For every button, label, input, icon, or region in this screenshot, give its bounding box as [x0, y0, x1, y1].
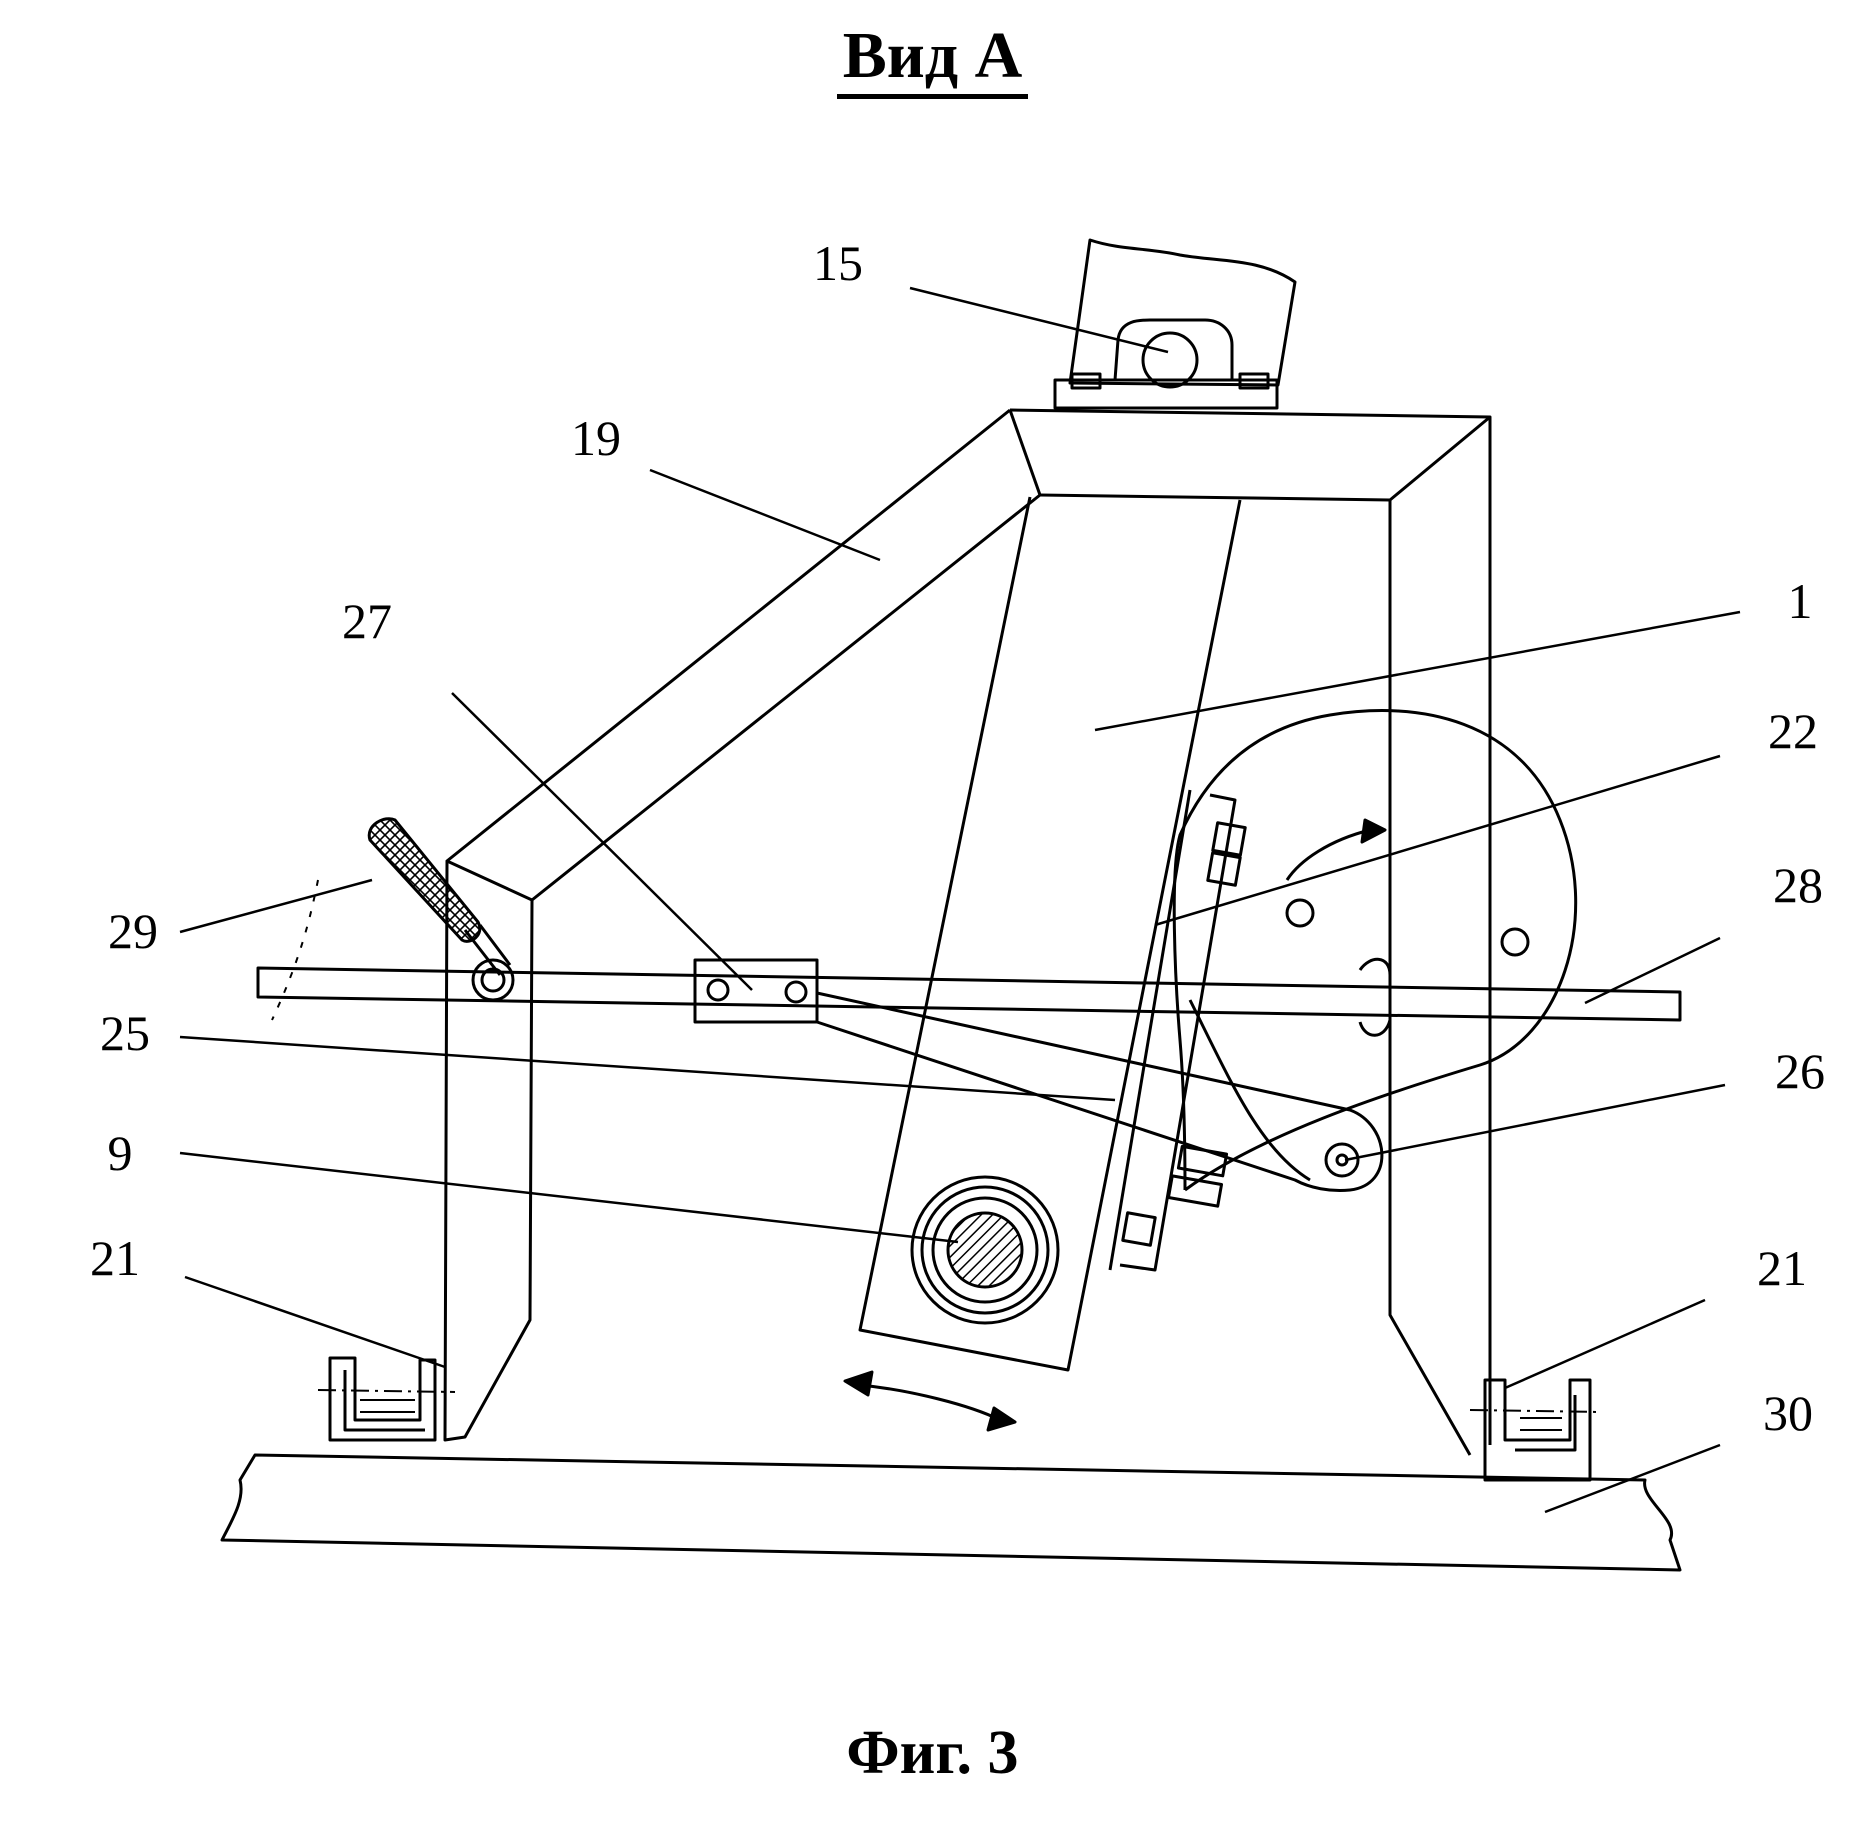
label-15: 15 [813, 235, 863, 291]
leader-29 [180, 880, 372, 932]
label-21-left: 21 [90, 1230, 140, 1286]
leader-26 [1345, 1085, 1725, 1160]
figure-caption: Фиг. 3 [0, 1718, 1865, 1789]
disc-inner-edge [1190, 1000, 1310, 1180]
connecting-rod [817, 993, 1382, 1191]
label-27: 27 [342, 593, 392, 649]
frame-top-corner-right [1390, 417, 1490, 500]
leader-28 [1585, 938, 1720, 1003]
label-30: 30 [1763, 1385, 1813, 1441]
tilted-slide [860, 497, 1240, 1370]
leader-9 [180, 1153, 958, 1242]
label-1: 1 [1788, 573, 1813, 629]
diagonal-brace [447, 410, 1040, 900]
label-19: 19 [571, 410, 621, 466]
label-21-right: 21 [1757, 1240, 1807, 1296]
label-26: 26 [1775, 1043, 1825, 1099]
right-foot-clamp-slot [1520, 1418, 1562, 1430]
slotted-disc [1174, 711, 1575, 1190]
disc-hole-right [1502, 929, 1528, 955]
leader-21-left [185, 1277, 445, 1367]
left-foot-clamp-slot [360, 1400, 415, 1412]
label-22: 22 [1768, 703, 1818, 759]
frame-top-corner-left [1010, 410, 1040, 495]
bearing-housing [1115, 320, 1232, 380]
horizontal-rod [258, 968, 1680, 1020]
leader-19 [650, 470, 880, 560]
clamp-block [695, 960, 817, 1022]
left-leg [445, 861, 532, 1440]
label-28: 28 [1773, 857, 1823, 913]
label-29: 29 [108, 903, 158, 959]
frame-top-inner [1040, 495, 1470, 1455]
right-foot-clamp-inner [1515, 1395, 1575, 1450]
guide-block-5 [1123, 1213, 1155, 1245]
clamp-screw-left [708, 980, 728, 1000]
leader-15 [910, 288, 1168, 352]
label-9: 9 [108, 1125, 133, 1181]
clamp-screw-right [786, 982, 806, 1002]
base-plate [222, 1455, 1680, 1570]
top-bracket [1070, 240, 1295, 385]
rod-pin [1326, 1144, 1358, 1176]
hub-on-rod [1360, 959, 1390, 1035]
motion-arrow [860, 1385, 1000, 1420]
leader-25 [180, 1037, 1115, 1100]
handle-grip [369, 819, 480, 942]
motion-arrowhead-right [988, 1408, 1015, 1430]
leader-21-right [1505, 1300, 1705, 1388]
label-25: 25 [100, 1005, 150, 1061]
guide-block-4 [1168, 1176, 1221, 1206]
motion-arrowhead-left [845, 1372, 872, 1395]
disc-hole-upper [1287, 900, 1313, 926]
rotation-arrowhead [1362, 820, 1385, 842]
leader-22 [1155, 756, 1720, 925]
shaft-section [948, 1213, 1022, 1287]
frame-top-outer [1010, 410, 1490, 1445]
